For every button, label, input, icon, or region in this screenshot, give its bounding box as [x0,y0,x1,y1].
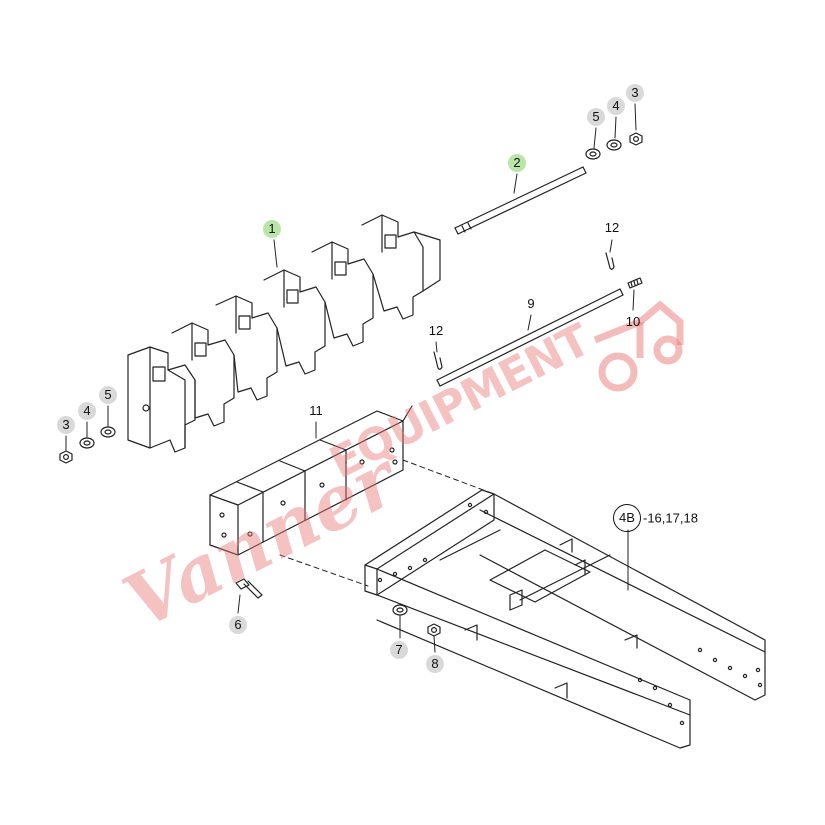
callout-label-c3a: 3 [631,85,639,100]
callout-label-c4b: 4 [83,403,91,418]
bolt-6 [235,578,263,599]
callout-label-c10: 10 [625,314,641,329]
callout-label-c12b: 12 [428,323,444,338]
callout-badge-c1 [263,220,281,238]
assembly-ref-circle: 4B [613,504,641,532]
callout-label-c11: 11 [309,403,323,418]
hardware-upper-right [585,132,643,160]
watermark-tractor [593,300,684,392]
washer-7 [392,604,408,616]
callout-label-c5a: 5 [592,109,600,124]
callout-label-c1: 1 [268,221,276,236]
callout-badge-c4b [78,402,96,420]
callout-badge-c8 [426,655,444,673]
clip-12-lower [433,351,443,370]
callout-label-c9: 9 [527,296,535,311]
front-frame [364,489,766,749]
callout-badge-c5b [99,386,117,404]
assembly-ref-text: -16,17,18 [643,510,698,526]
leader-lines [65,103,637,653]
nut-8 [427,623,441,637]
callout-badge-c3a [626,84,644,102]
callout-badge-c5a [587,108,605,126]
callout-label-c3b: 3 [62,417,70,432]
callout-label-c12a: 12 [604,220,620,235]
hardware-lower-left [59,426,116,464]
callout-badge-c4a [607,97,625,115]
callout-label-c7: 7 [395,642,403,657]
callout-label-c6: 6 [234,617,242,632]
callout-badge-c3b [57,416,75,434]
callout-label-c5b: 5 [104,387,112,402]
weight-carrier-11 [209,405,413,556]
clip-12-upper [605,252,615,270]
callout-label-c2: 2 [513,155,521,170]
rod-9 [436,288,624,387]
callout-badge-c2 [508,154,526,172]
callout-label-c4a: 4 [612,98,620,113]
callout-badge-c6 [229,616,247,634]
pin-10 [627,277,643,289]
callout-label-c8: 8 [431,656,439,671]
callout-badge-c7 [390,641,408,659]
suitcase-weights [127,214,441,453]
rod-2 [454,166,587,235]
